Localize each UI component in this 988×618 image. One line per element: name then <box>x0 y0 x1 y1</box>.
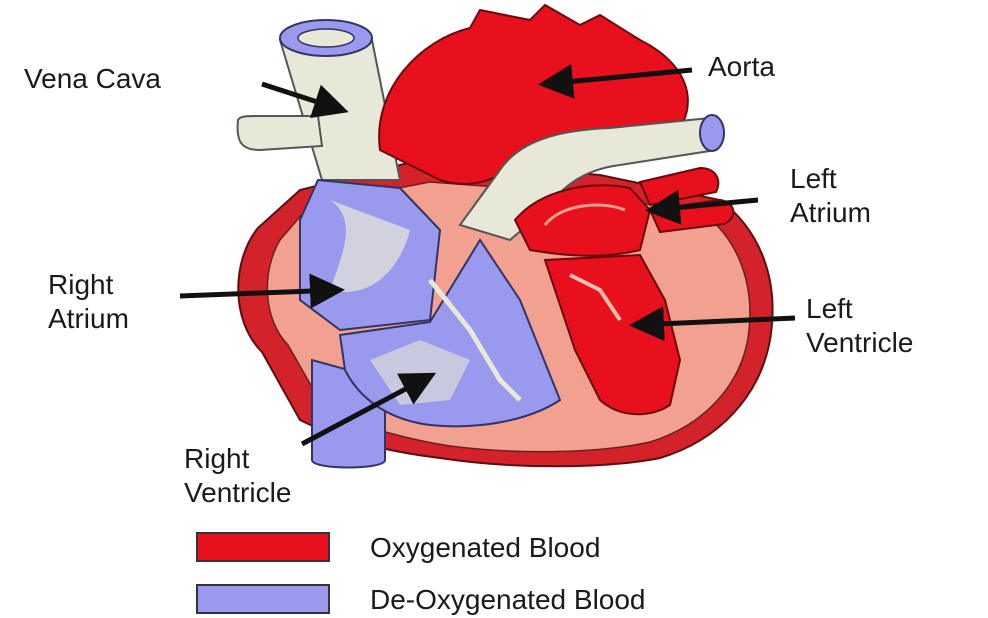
label-right-atrium: Right Atrium <box>48 268 129 336</box>
legend-label-oxygenated: Oxygenated Blood <box>370 532 600 564</box>
left-vessel-branch <box>238 116 322 150</box>
pulmonary-artery-opening <box>700 115 724 151</box>
label-left-ventricle: Left Ventricle <box>806 292 913 360</box>
legend-label-deoxygenated: De-Oxygenated Blood <box>370 584 646 616</box>
legend-swatch-oxygenated <box>196 532 330 562</box>
label-aorta: Aorta <box>708 50 775 84</box>
label-vena-cava: Vena Cava <box>24 62 161 96</box>
legend-swatch-deoxygenated <box>196 584 330 614</box>
label-left-atrium: Left Atrium <box>790 162 871 230</box>
label-right-ventricle: Right Ventricle <box>184 442 291 510</box>
